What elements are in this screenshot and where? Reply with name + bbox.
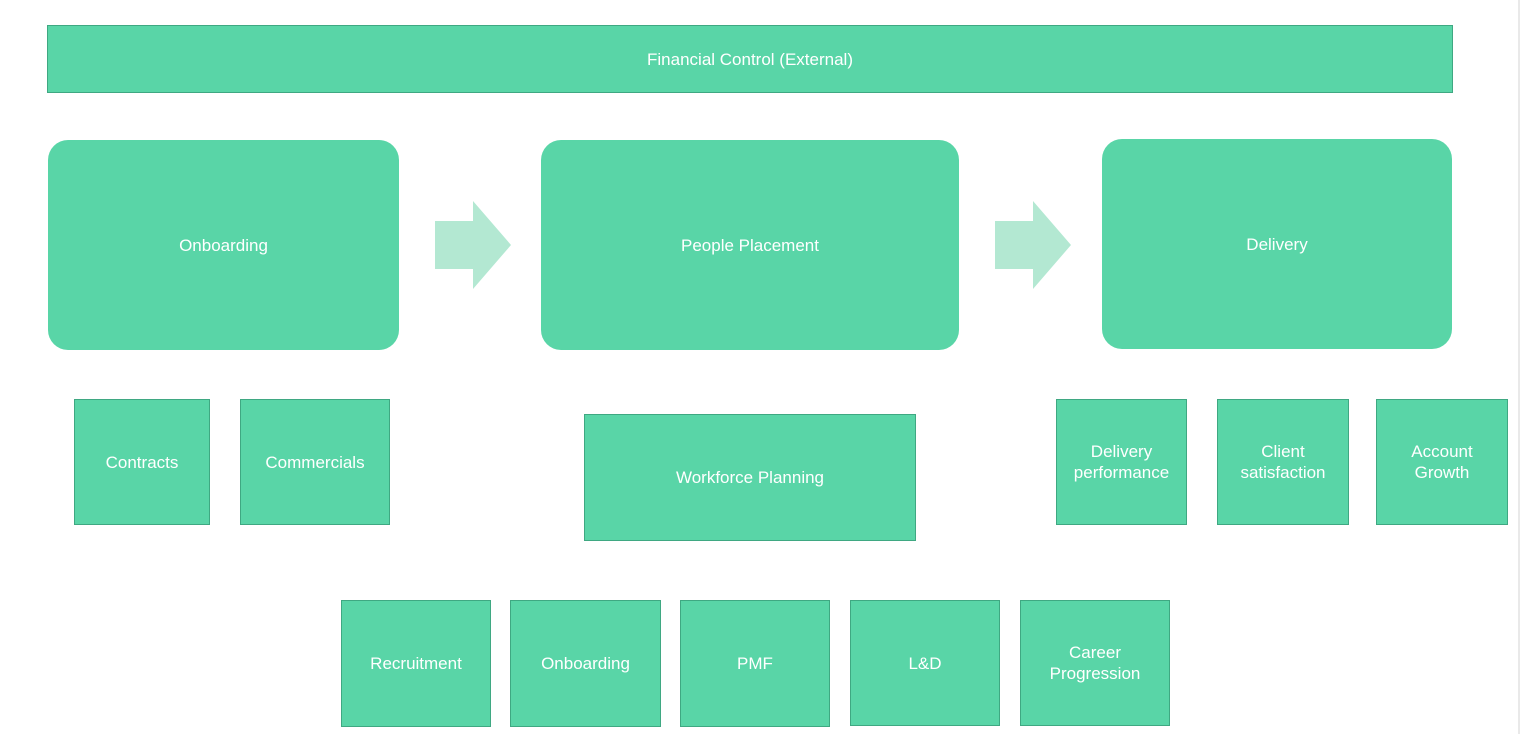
arrow-right-icon bbox=[995, 201, 1071, 289]
canvas-edge bbox=[1518, 0, 1520, 734]
financial-control-bar: Financial Control (External) bbox=[47, 25, 1453, 93]
box-contracts-label: Contracts bbox=[105, 452, 179, 472]
box-recruitment-label: Recruitment bbox=[370, 654, 462, 673]
box-pmf: PMF bbox=[680, 600, 830, 727]
box-career-progression: Career Progression bbox=[1020, 600, 1170, 726]
arrow-shape bbox=[995, 201, 1071, 289]
box-l-and-d: L&D bbox=[850, 600, 1000, 726]
stage-onboarding-label: Onboarding bbox=[179, 235, 268, 255]
box-career-progression-label: Career Progression bbox=[1049, 643, 1141, 683]
box-delivery-performance-label: Delivery performance bbox=[1073, 442, 1170, 482]
stage-people-placement-label: People Placement bbox=[681, 235, 819, 255]
box-account-growth: Account Growth bbox=[1376, 399, 1508, 525]
box-workforce-planning-label: Workforce Planning bbox=[675, 468, 825, 487]
box-workforce-planning: Workforce Planning bbox=[584, 414, 916, 541]
box-pmf-label: PMF bbox=[737, 654, 773, 673]
arrow-shape bbox=[435, 201, 511, 289]
stage-delivery-label: Delivery bbox=[1246, 234, 1308, 254]
box-commercials-label: Commercials bbox=[265, 452, 365, 472]
box-recruitment: Recruitment bbox=[341, 600, 491, 727]
stage-onboarding: Onboarding bbox=[48, 140, 399, 350]
box-account-growth-label: Account Growth bbox=[1411, 442, 1473, 482]
box-commercials: Commercials bbox=[240, 399, 390, 525]
box-onboarding: Onboarding bbox=[510, 600, 661, 727]
stage-delivery: Delivery bbox=[1102, 139, 1452, 349]
arrow-right-icon bbox=[435, 201, 511, 289]
financial-control-label: Financial Control (External) bbox=[647, 49, 853, 69]
box-l-and-d-label: L&D bbox=[908, 653, 942, 673]
box-client-satisfaction: Client satisfaction bbox=[1217, 399, 1349, 525]
box-contracts: Contracts bbox=[74, 399, 210, 525]
stage-people-placement: People Placement bbox=[541, 140, 959, 350]
box-onboarding-label: Onboarding bbox=[541, 654, 630, 673]
box-client-satisfaction-label: Client satisfaction bbox=[1240, 442, 1326, 482]
box-delivery-performance: Delivery performance bbox=[1056, 399, 1187, 525]
